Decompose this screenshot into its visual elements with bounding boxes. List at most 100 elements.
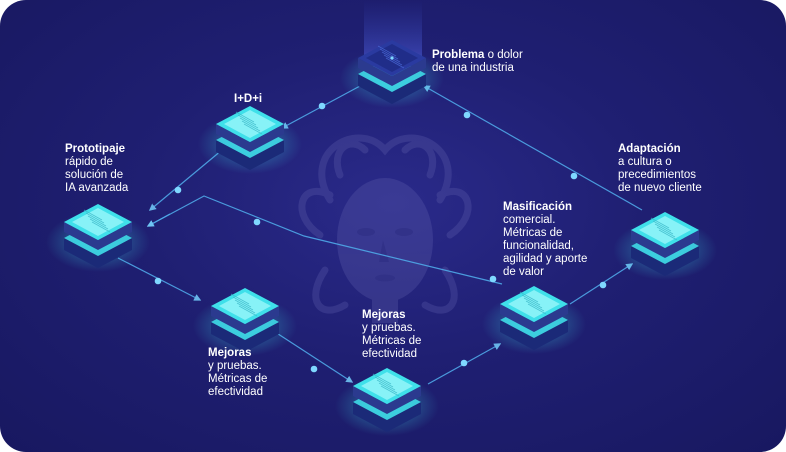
node-screen-line (237, 114, 257, 126)
node-prototipaje (46, 204, 150, 272)
node-screen-line (372, 373, 392, 385)
node-lower-side (353, 402, 421, 432)
node-screen-line (379, 48, 399, 60)
node-screen-line (238, 305, 258, 317)
node-screen-line (383, 54, 403, 66)
label-adaptacion-line4: de nuevo cliente (618, 182, 702, 194)
label-adaptacion: Adaptación a cultura o precedimientos de… (618, 143, 702, 195)
node-screen-line (236, 302, 256, 314)
node-screen-line (232, 296, 252, 308)
node-screen-line (519, 291, 539, 303)
node-screen-line (241, 120, 261, 132)
label-prototipaje: Prototipaje rápido de solución de IA ava… (65, 143, 128, 195)
node-upper-side (358, 58, 426, 86)
node-screen-line (376, 379, 396, 391)
node-screen-line (523, 297, 543, 309)
node-layer (46, 40, 717, 436)
node-screen-line (658, 229, 678, 241)
label-mejoras-left-line2: y pruebas. (208, 360, 262, 372)
label-mejoras-left-line4: efectividad (208, 386, 263, 398)
node-id (198, 106, 302, 174)
label-prototipaje-line3: solución de (65, 169, 124, 181)
node-screen-line (654, 223, 674, 235)
connector-dot (174, 186, 182, 194)
node-upper-side (631, 230, 699, 258)
node-lower-side (631, 246, 699, 276)
label-problema-title: Problema (432, 49, 485, 61)
label-prototipaje-line2: rápido de (65, 156, 113, 168)
label-mejoras-center: Mejoras y pruebas. Métricas de efectivid… (362, 309, 421, 361)
label-adaptacion-line2: a cultura o (618, 156, 672, 168)
node-screen-line (527, 303, 547, 315)
connector-dot (460, 359, 468, 367)
node-mejoras-center (335, 368, 439, 436)
node-screen-line (652, 220, 672, 232)
label-adaptacion-line3: precedimientos (618, 169, 696, 181)
node-upper-side (353, 386, 421, 414)
connector-dot (310, 365, 318, 373)
label-id: I+D+i (234, 93, 262, 106)
node-screen-line (385, 57, 405, 69)
node-adaptacion (613, 212, 717, 280)
label-problema-line2: de una industria (432, 62, 514, 74)
node-upper-side (64, 222, 132, 250)
connector-arrow (146, 213, 171, 227)
node-masificacion (482, 286, 586, 354)
connector-dot (253, 218, 261, 226)
label-mejoras-center-title: Mejoras (362, 309, 406, 321)
label-masificacion-line5: agilidad y aporte (503, 253, 588, 265)
node-mejoras-left (193, 288, 297, 356)
connector-dot (154, 277, 162, 285)
node-screen-line (89, 218, 109, 230)
node-upper-side (500, 304, 568, 332)
label-masificacion: Masificación comercial. Métricas de func… (503, 201, 587, 279)
node-screen-line (374, 376, 394, 388)
node-screen-line (650, 217, 670, 229)
connector-dot (318, 102, 326, 110)
node-led (390, 56, 394, 60)
node-screen-line (525, 300, 545, 312)
label-adaptacion-title: Adaptación (618, 143, 681, 155)
label-prototipaje-line4: IA avanzada (65, 182, 129, 194)
label-mejoras-left-line3: Métricas de (208, 373, 268, 385)
label-mejoras-center-line2: y pruebas. (362, 322, 416, 334)
node-lower-side (211, 322, 279, 352)
node-screen-line (521, 294, 541, 306)
label-masificacion-title: Masificación (503, 201, 573, 213)
node-screen-line (377, 45, 397, 57)
connector-dot (489, 275, 497, 283)
node-screen-line (380, 385, 400, 397)
node-lower-side (64, 238, 132, 268)
node-screen-line (87, 215, 107, 227)
node-lower-side (216, 140, 284, 170)
node-screen-line (230, 293, 250, 305)
label-problema: Problema o dolor de una industria (432, 49, 523, 75)
connector-dot (570, 172, 578, 180)
label-problema-rest: o dolor (484, 49, 523, 61)
node-problema (340, 40, 444, 108)
label-masificacion-line4: funcionalidad, (503, 240, 574, 252)
connector-dot (599, 281, 607, 289)
node-screen-line (83, 209, 103, 221)
node-upper-side (211, 306, 279, 334)
node-lower-side (500, 320, 568, 350)
label-masificacion-line3: Métricas de (503, 227, 563, 239)
node-screen-line (243, 123, 263, 135)
node-screen-line (656, 226, 676, 238)
medusa-face-icon (298, 134, 472, 314)
medusa-face (337, 178, 433, 323)
label-masificacion-line6: de valor (503, 266, 544, 278)
label-masificacion-line2: comercial. (503, 214, 556, 226)
connector-line (422, 85, 643, 211)
node-screen-line (378, 382, 398, 394)
connector-line (147, 195, 503, 285)
node-lower-side (358, 74, 426, 104)
label-mejoras-center-line4: efectividad (362, 348, 417, 360)
label-mejoras-left: Mejoras y pruebas. Métricas de efectivid… (208, 347, 267, 399)
label-mejoras-left-title: Mejoras (208, 347, 252, 359)
label-id-title: I+D+i (234, 93, 263, 105)
label-prototipaje-title: Prototipaje (65, 143, 126, 155)
node-screen-line (235, 111, 255, 123)
